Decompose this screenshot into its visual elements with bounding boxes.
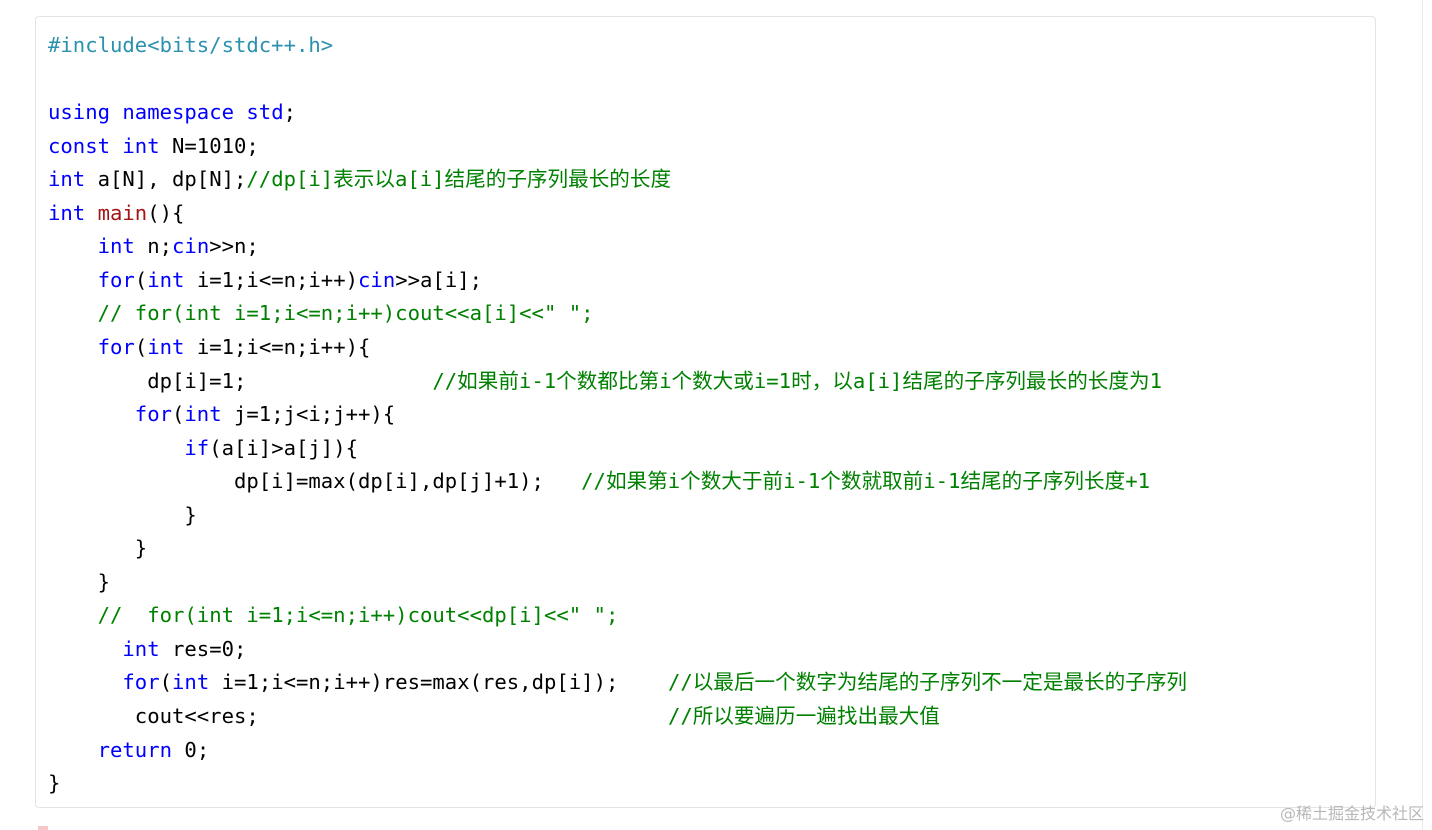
- code-token: >>n;: [209, 234, 259, 259]
- code-line: for(int i=1;i<=n;i++)res=max(res,dp[i]);…: [48, 666, 1187, 699]
- code-line: cout<<res; //所以要遍历一遍找出最大值: [48, 700, 940, 733]
- code-token: int: [122, 133, 160, 158]
- code-token: //dp[i]表示以a[i]结尾的子序列最长的长度: [246, 167, 672, 192]
- code-token: (){: [147, 200, 185, 225]
- code-line: return 0;: [48, 734, 210, 767]
- code-token: [48, 402, 135, 426]
- code-token: main: [97, 200, 148, 225]
- code-token: using: [48, 100, 110, 125]
- code-token: [48, 268, 98, 292]
- code-token: for: [97, 267, 135, 292]
- code-token: if: [184, 435, 210, 460]
- code-token: namespace: [122, 100, 234, 125]
- code-line: for(int j=1;j<i;j++){: [48, 398, 395, 431]
- code-token: [48, 436, 184, 460]
- watermark: @稀土掘金技术社区: [1279, 804, 1424, 823]
- code-token: (: [159, 670, 173, 695]
- code-token: >>a[i];: [395, 267, 483, 292]
- code-line: }: [48, 767, 60, 800]
- code-token: (: [134, 267, 148, 292]
- code-token: //如果前i-1个数都比第i个数大或i=1时，以a[i]结尾的子序列最长的长度为…: [432, 368, 1162, 393]
- code-token: for: [122, 670, 160, 695]
- code-line: }: [48, 532, 147, 565]
- code-line: const int N=1010;: [48, 130, 259, 163]
- code-line: for(int i=1;i<=n;i++){: [48, 331, 371, 364]
- code-line: dp[i]=1; //如果前i-1个数都比第i个数大或i=1时，以a[i]结尾的…: [48, 365, 1162, 398]
- code-token: res=0;: [159, 636, 247, 661]
- code-token: int: [172, 670, 210, 695]
- code-token: //如果第i个数大于前i-1个数就取前i-1结尾的子序列长度+1: [581, 469, 1150, 494]
- code-token: dp[i]=max(dp[i],dp[j]+1);: [48, 469, 582, 494]
- code-line: int a[N], dp[N];//dp[i]表示以a[i]结尾的子序列最长的长…: [48, 163, 671, 196]
- code-line: for(int i=1;i<=n;i++)cin>>a[i];: [48, 264, 482, 297]
- code-token: (: [134, 334, 148, 359]
- code-line: // for(int i=1;i<=n;i++)cout<<a[i]<<" ";: [48, 297, 594, 330]
- code-token: int: [97, 234, 135, 259]
- code-token: ;: [283, 100, 297, 125]
- code-line: using namespace std;: [48, 96, 296, 129]
- code-token: j=1;j<i;j++){: [221, 402, 396, 427]
- code-token: [48, 670, 122, 694]
- code-token: for: [97, 334, 135, 359]
- code-token: [110, 134, 122, 158]
- code-token: 0;: [172, 737, 210, 762]
- code-token: i=1;i<=n;i++)res=max(res,dp[i]);: [209, 670, 668, 695]
- code-token: [48, 637, 122, 661]
- next-block-edge: [38, 826, 48, 830]
- code-token: std: [246, 100, 284, 125]
- code-token: }: [48, 536, 148, 561]
- code-token: return: [97, 737, 173, 762]
- code-token: a[N], dp[N];: [85, 167, 247, 192]
- code-token: int: [147, 267, 185, 292]
- code-token: [110, 100, 122, 124]
- code-token: // for(int i=1;i<=n;i++)cout<<a[i]<<" ";: [97, 301, 594, 326]
- code-token: }: [48, 502, 197, 527]
- code-line: int main(){: [48, 197, 184, 230]
- code-line: int res=0;: [48, 633, 246, 666]
- code-token: [85, 201, 97, 225]
- code-token: int: [184, 402, 222, 427]
- code-token: [48, 335, 98, 359]
- code-token: //以最后一个数字为结尾的子序列不一定是最长的子序列: [667, 670, 1188, 695]
- code-token: (: [172, 402, 185, 427]
- code-token: #include<bits/stdc++.h>: [48, 33, 334, 57]
- code-token: [234, 100, 246, 124]
- code-token: dp[i]=1;: [48, 368, 433, 393]
- code-token: (a[i]>a[j]){: [209, 435, 358, 460]
- code-token: [48, 738, 98, 762]
- code-block: #include<bits/stdc++.h> using namespace s…: [35, 16, 1376, 808]
- code-line: // for(int i=1;i<=n;i++)cout<<dp[i]<<" "…: [48, 599, 619, 632]
- code-line: dp[i]=max(dp[i],dp[j]+1); //如果第i个数大于前i-1…: [48, 465, 1150, 498]
- code-token: n;: [134, 234, 173, 259]
- code-token: int: [48, 200, 86, 225]
- code-token: cin: [358, 267, 396, 292]
- code-token: [48, 603, 98, 627]
- code-line: if(a[i]>a[j]){: [48, 432, 358, 465]
- code-token: const: [48, 133, 110, 158]
- code-token: i=1;i<=n;i++){: [184, 334, 371, 359]
- code-token: int: [48, 167, 86, 192]
- page-divider: [1422, 0, 1423, 830]
- code-token: // for(int i=1;i<=n;i++)cout<<dp[i]<<" "…: [97, 603, 619, 628]
- code-token: //所以要遍历一遍找出最大值: [667, 704, 940, 728]
- code-token: cin: [172, 234, 210, 259]
- code-line: #include<bits/stdc++.h>: [48, 29, 333, 62]
- code-token: cout<<res;: [48, 704, 668, 728]
- code-line: }: [48, 499, 197, 532]
- code-token: for: [134, 402, 172, 427]
- code-token: }: [48, 569, 110, 594]
- code-token: int: [122, 636, 160, 661]
- code-line: int n;cin>>n;: [48, 230, 259, 263]
- code-token: [48, 234, 98, 258]
- code-token: [48, 301, 98, 325]
- code-token: N=1010;: [159, 133, 259, 158]
- code-token: }: [48, 771, 61, 796]
- code-token: i=1;i<=n;i++): [184, 267, 359, 292]
- code-token: int: [147, 334, 185, 359]
- code-line: }: [48, 566, 110, 599]
